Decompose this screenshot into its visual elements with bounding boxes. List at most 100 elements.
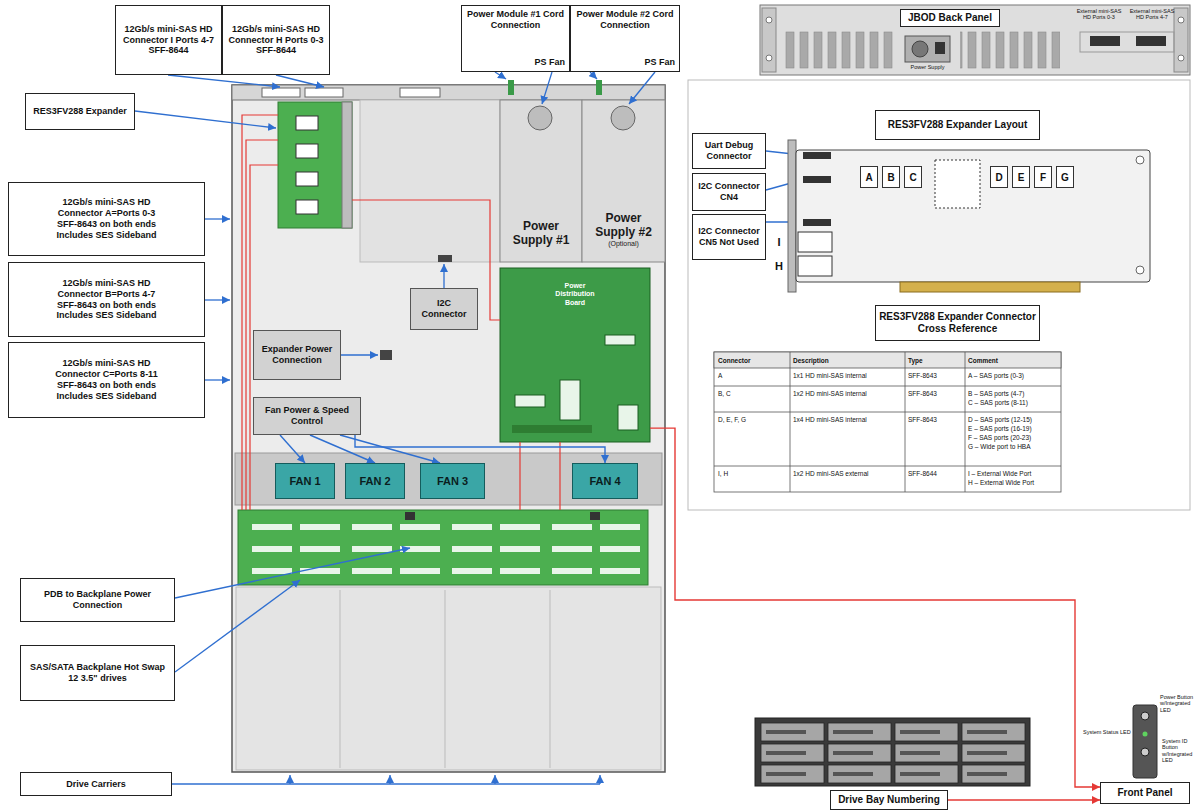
expander-board xyxy=(803,176,831,183)
node-text: Front Panel xyxy=(1104,787,1186,799)
leader-line xyxy=(494,775,495,784)
node-text: Drive Carriers xyxy=(25,779,167,790)
table-cell: F – SAS ports (20-23) xyxy=(968,434,1058,441)
power-distribution-board xyxy=(500,268,650,442)
power-supply-unit xyxy=(611,106,635,130)
jbod-back-panel xyxy=(760,5,1190,75)
table-header: Description xyxy=(793,357,903,364)
cable xyxy=(242,115,278,510)
component-label: Expander Power Connection xyxy=(253,330,341,380)
leader-line xyxy=(175,580,300,672)
node-text: RES3FV288 Expander Connector Cross Refer… xyxy=(879,311,1036,335)
expander-card xyxy=(296,200,318,214)
cable xyxy=(559,442,560,510)
connector-port: C xyxy=(904,166,922,188)
backplane xyxy=(405,512,415,520)
power-distribution-board xyxy=(500,268,650,442)
connector-arrow xyxy=(280,435,305,463)
node-text: JBOD Back Panel xyxy=(904,12,996,24)
port-label: External mini-SAS HD Ports 0-3 xyxy=(1075,8,1123,21)
drive-bay-front xyxy=(755,718,1030,786)
leader-line xyxy=(168,75,280,87)
leader-line xyxy=(542,72,552,104)
expander-card xyxy=(342,102,352,228)
callout-box: 12Gb/s mini-SAS HD Connector H Ports 0-3… xyxy=(222,5,330,75)
node-text: 12Gb/s mini-SAS HD Connector I Ports 4-7… xyxy=(120,24,217,56)
leader-line xyxy=(495,72,506,79)
power-supply-unit xyxy=(528,106,552,130)
table-header: Comment xyxy=(968,357,1058,364)
jbod-back-panel xyxy=(1178,17,1184,23)
component-label: Fan Power & Speed Control xyxy=(253,397,361,435)
chassis xyxy=(360,100,500,262)
title-box: Front Panel xyxy=(1100,782,1190,804)
connector-arrow xyxy=(650,428,1100,787)
callout-box: I2C Connector CN5 Not Used xyxy=(692,214,766,260)
leader-line xyxy=(341,354,378,355)
table-cell: 1x2 HD mini-SAS external xyxy=(793,470,903,477)
expander-card xyxy=(296,144,318,158)
connector-port: E xyxy=(1012,166,1030,188)
callout-box: Power Module #1 Cord ConnectionPS Fan xyxy=(461,5,570,72)
drive-area xyxy=(550,590,551,768)
part-label: Power Button w/Integrated LED xyxy=(1160,694,1194,713)
detail-frame xyxy=(688,80,1190,510)
node-text: G xyxy=(1057,172,1073,183)
table-grid xyxy=(714,412,1061,413)
expander-board xyxy=(798,232,832,252)
node-text: F xyxy=(1035,172,1051,183)
table-cell: SFF-8643 xyxy=(908,416,963,423)
jbod-back-panel xyxy=(1080,32,1174,52)
table-cell: H – External Wide Port xyxy=(968,479,1058,486)
front-panel-graphic xyxy=(1133,705,1157,778)
table-cell: I, H xyxy=(718,470,788,477)
node-text: 12Gb/s mini-SAS HD Connector A=Ports 0-3… xyxy=(47,197,166,240)
table-cell: A xyxy=(718,372,788,379)
expander-card xyxy=(278,102,352,228)
table-cell: SFF-8643 xyxy=(908,372,963,379)
power-supply: Power Supply #2(Optional) xyxy=(582,100,665,262)
table-cell: D – SAS ports (12-15) xyxy=(968,416,1058,423)
table-cell: D, E, F, G xyxy=(718,416,788,423)
node-text: 12Gb/s mini-SAS HD Connector H Ports 0-3… xyxy=(227,24,325,56)
table-grid xyxy=(905,352,906,492)
connector-arrow xyxy=(948,799,1100,800)
table-grid xyxy=(714,386,1061,387)
callout-box: 12Gb/s mini-SAS HD Connector I Ports 4-7… xyxy=(115,5,222,75)
node-text: I2C Connector CN5 Not Used xyxy=(696,226,762,248)
drive-area xyxy=(236,587,661,770)
chassis xyxy=(262,88,300,97)
drive-area xyxy=(236,587,661,770)
power-supply-unit xyxy=(500,100,582,262)
cable xyxy=(246,140,278,510)
part-label: Power Supply xyxy=(900,64,955,70)
drive-area xyxy=(340,590,341,768)
backplane xyxy=(238,510,648,585)
detail-frame xyxy=(688,80,1190,510)
jbod-back-panel xyxy=(762,8,776,72)
node-text: I2C Connector CN4 xyxy=(696,181,762,203)
power-supply-unit xyxy=(508,80,514,95)
leader-line xyxy=(175,548,410,598)
backplane xyxy=(590,512,600,520)
table-cell: B – SAS ports (4-7) xyxy=(968,390,1058,397)
leader-line xyxy=(443,264,444,288)
node-text: SAS/SATA Backplane Hot Swap 12 3.5" driv… xyxy=(25,662,170,684)
callout-box: Uart Debug Connector xyxy=(692,133,766,169)
front-panel-graphic xyxy=(1141,712,1149,720)
node-text: (Optional) xyxy=(585,240,662,248)
node-text: Power Supply #2 xyxy=(585,212,662,240)
backplane xyxy=(238,510,648,585)
jbod-back-panel xyxy=(760,5,1190,75)
expander-board xyxy=(1136,266,1144,274)
component-label: I2C Connector xyxy=(410,288,478,330)
table-cell: SFF-8643 xyxy=(908,390,963,397)
table-cell: 1x1 HD mini-SAS internal xyxy=(793,372,903,379)
callout-box: RES3FV288 Expander xyxy=(25,93,135,130)
node-text: E xyxy=(1013,172,1029,183)
leader-line xyxy=(289,775,290,784)
callout-box: 12Gb/s mini-SAS HD Connector A=Ports 0-3… xyxy=(8,182,205,256)
cable xyxy=(519,442,520,510)
front-panel-graphic xyxy=(1141,748,1149,756)
